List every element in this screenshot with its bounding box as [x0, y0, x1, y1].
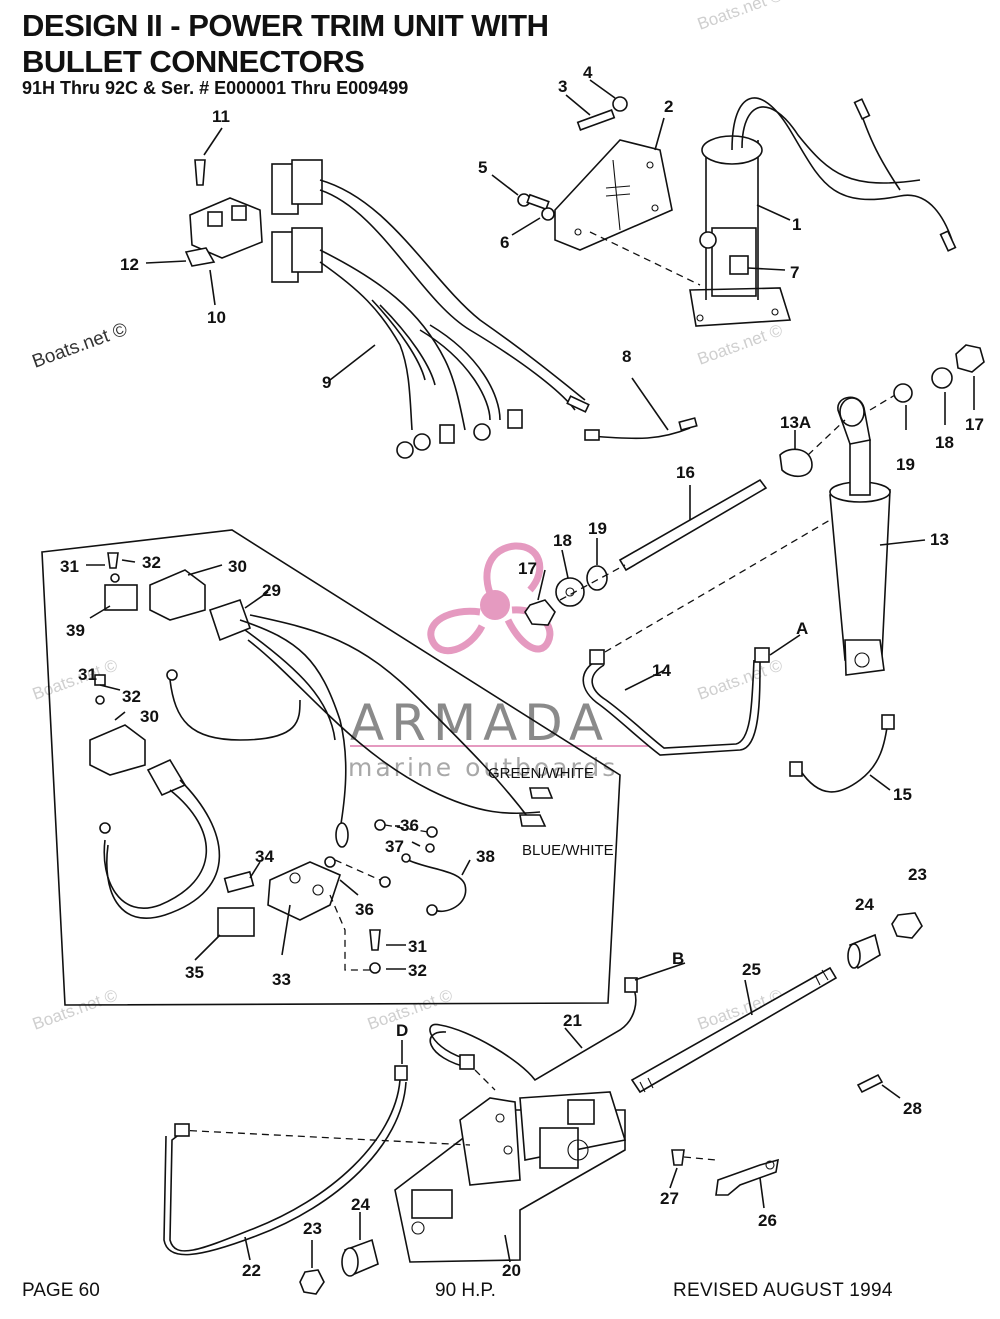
callout-19: 19: [588, 519, 607, 538]
callout-31: 31: [408, 937, 427, 956]
trim-motor: [689, 97, 957, 327]
callout-16: 16: [676, 463, 695, 482]
watermark-text: Boats.net ©: [365, 985, 456, 1033]
callout-28: 28: [903, 1099, 922, 1118]
callout-20: 20: [502, 1261, 521, 1280]
callout-32: 32: [122, 687, 141, 706]
callout-a: A: [796, 619, 808, 638]
washers-17-18-19: [524, 564, 626, 626]
footer-hp: 90 H.P.: [435, 1280, 496, 1301]
callout-13: 13: [930, 530, 949, 549]
hydraulic-tube-14: [582, 519, 831, 756]
callout-13a: 13A: [780, 413, 811, 432]
callout-11: 11: [212, 107, 230, 126]
page-title-line1: DESIGN II - POWER TRIM UNIT WITH: [22, 8, 549, 43]
callout-19: 19: [896, 455, 915, 474]
hydraulic-tube-21: [429, 977, 638, 1091]
callout-14: 14: [652, 661, 671, 680]
wire-label-green-white: GREEN/WHITE: [488, 765, 594, 782]
callout-1: 1: [792, 215, 801, 234]
callout-37: 37: [385, 837, 404, 856]
callout-7: 7: [790, 263, 799, 282]
callout-30: 30: [140, 707, 159, 726]
callout-10: 10: [207, 308, 226, 327]
watermark-text: Boats.net ©: [30, 655, 121, 703]
callout-29: 29: [262, 581, 281, 600]
callout-25: 25: [742, 960, 761, 979]
callout-23: 23: [303, 1219, 322, 1238]
callout-15: 15: [893, 785, 912, 804]
callout-31: 31: [60, 557, 79, 576]
callout-39: 39: [66, 621, 85, 640]
watermark-text-main: Boats.net ©: [30, 319, 131, 373]
callout-b: B: [672, 949, 684, 968]
callout-12: 12: [120, 255, 139, 274]
clamp-26-27-28: [669, 1073, 901, 1209]
callout-4: 4: [583, 63, 593, 82]
callout-35: 35: [185, 963, 204, 982]
callout-30: 30: [228, 557, 247, 576]
callout-8: 8: [622, 347, 631, 366]
callout-21: 21: [563, 1011, 582, 1030]
footer-revised: REVISED AUGUST 1994: [673, 1280, 893, 1301]
trim-cylinder-13: [779, 344, 985, 676]
callout-36: 36: [400, 816, 419, 835]
callout-32: 32: [142, 553, 161, 572]
callout-18: 18: [553, 531, 572, 550]
wire-label-blue-white: BLUE/WHITE: [522, 842, 614, 859]
callout-38: 38: [476, 847, 495, 866]
page-subtitle: 91H Thru 92C & Ser. # E000001 Thru E0094…: [22, 78, 409, 98]
hydraulic-tube-15: [789, 714, 895, 793]
motor-bracket: [554, 139, 701, 286]
wire-harness-9: [271, 159, 590, 459]
watermark-text: Boats.net ©: [30, 985, 121, 1033]
leader-lines: [86, 79, 975, 1263]
callout-24: 24: [855, 895, 874, 914]
wire-8: [584, 377, 698, 441]
callout-17: 17: [965, 415, 984, 434]
callout-31: 31: [78, 665, 97, 684]
armada-brand: ARMADA: [350, 694, 610, 752]
callout-labels: 1 2 3 4 5 6 7 8 9 10 11 12 13 13A 14 15 …: [60, 63, 984, 1280]
callout-18: 18: [935, 433, 954, 452]
callout-3: 3: [558, 77, 567, 96]
callout-9: 9: [322, 373, 331, 392]
footer-page: PAGE 60: [22, 1280, 100, 1301]
hydraulic-tube-22: [163, 1065, 408, 1261]
watermark-group: Boats.net © Boats.net © Boats.net © Boat…: [30, 0, 786, 1034]
inset-wiring-box: [41, 529, 621, 1006]
callout-27: 27: [660, 1189, 679, 1208]
watermark-text: Boats.net ©: [695, 655, 786, 703]
callout-32: 32: [408, 961, 427, 980]
callout-33: 33: [272, 970, 291, 989]
bracket-screws: [517, 96, 628, 221]
callout-d: D: [396, 1021, 408, 1040]
pivot-shaft-25: [630, 912, 923, 1094]
callout-24: 24: [351, 1195, 370, 1214]
callout-26: 26: [758, 1211, 777, 1230]
callout-23: 23: [908, 865, 927, 884]
relay-10: [145, 159, 263, 306]
watermark-text: Boats.net ©: [695, 0, 786, 34]
trim-pump-unit-20: [177, 1091, 627, 1263]
lower-hardware-23-24: [299, 1212, 379, 1295]
callout-34: 34: [255, 847, 274, 866]
watermark-text: Boats.net ©: [695, 320, 786, 368]
callout-17: 17: [518, 559, 537, 578]
pivot-pin-16: [618, 478, 768, 572]
callout-6: 6: [500, 233, 509, 252]
callout-5: 5: [478, 158, 487, 177]
page-title-line2: BULLET CONNECTORS: [22, 44, 365, 79]
callout-36: 36: [355, 900, 374, 919]
callout-2: 2: [664, 97, 673, 116]
callout-22: 22: [242, 1261, 261, 1280]
